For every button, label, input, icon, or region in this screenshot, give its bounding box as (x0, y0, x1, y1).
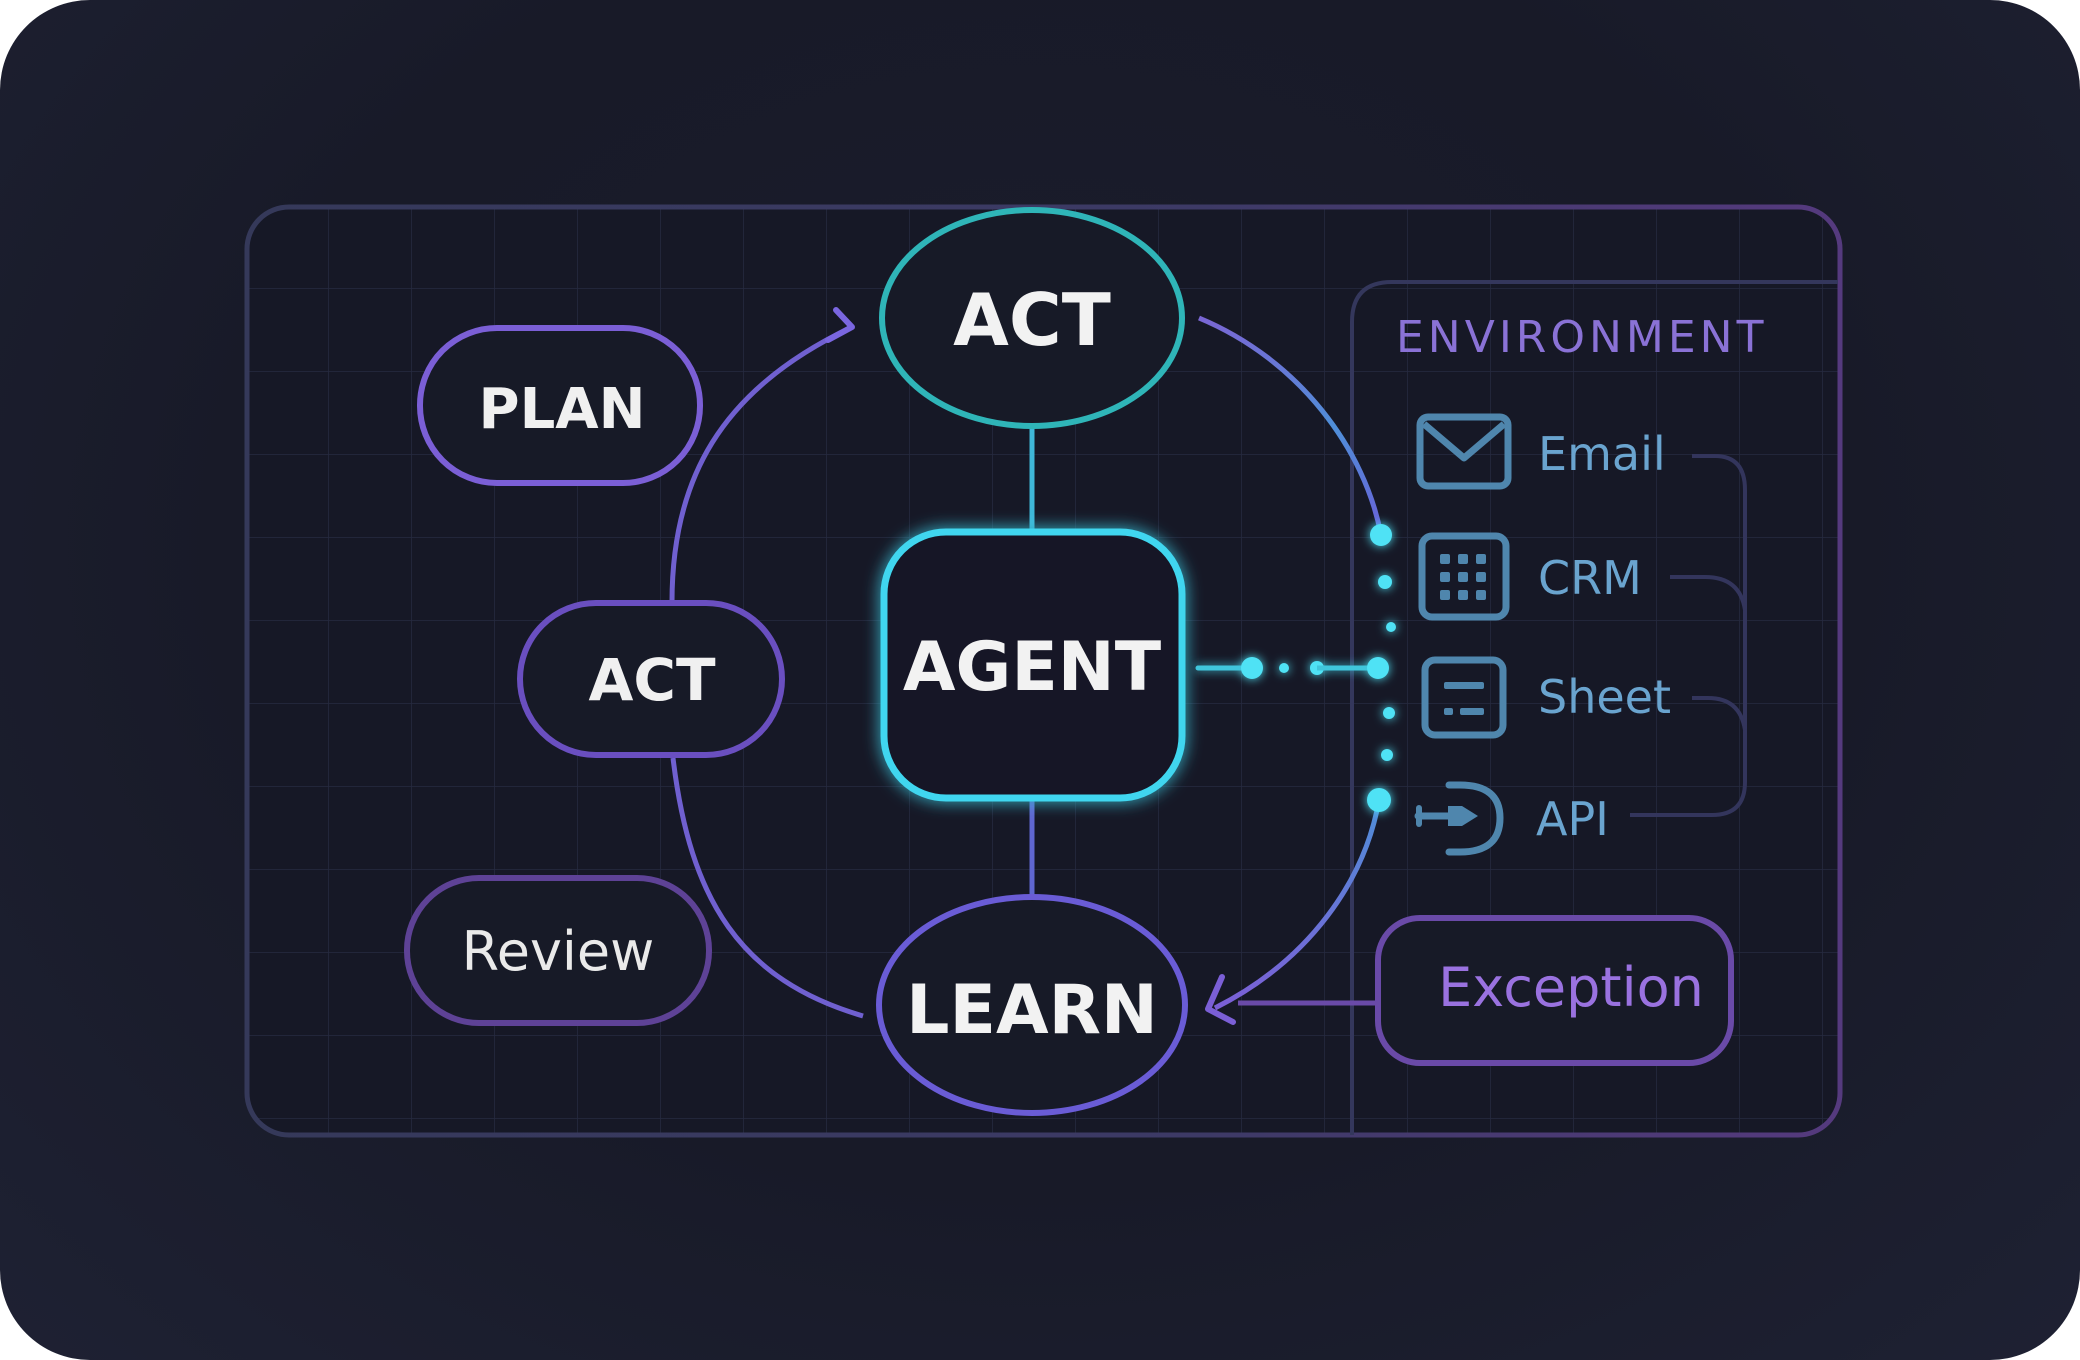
node-review-label: Review (462, 920, 655, 983)
node-agent[interactable] (880, 528, 1186, 802)
sheet-icon (1421, 656, 1507, 739)
node-plan-label: PLAN (479, 377, 646, 442)
node-exception[interactable] (1375, 915, 1734, 1066)
node-act-top-label: ACT (953, 278, 1111, 362)
node-learn-label: LEARN (906, 971, 1158, 1050)
outer-frame (244, 204, 1843, 1138)
node-agent-label: AGENT (903, 628, 1162, 707)
env-dot-column (1367, 524, 1396, 812)
env-item-email[interactable]: Email (1416, 413, 1666, 490)
node-act-top[interactable] (879, 207, 1185, 429)
arrowhead-icon (825, 307, 855, 343)
environment-title: ENVIRONMENT (1396, 312, 1767, 363)
node-review[interactable] (404, 875, 712, 1026)
arc-env-to-learn (1213, 799, 1382, 1011)
arrowhead-icon (1205, 974, 1236, 1025)
env-bracket (1630, 454, 1747, 817)
env-item-crm-label: CRM (1538, 551, 1642, 605)
node-act-side[interactable] (517, 600, 785, 758)
node-exception-label: Exception (1438, 956, 1704, 1019)
agent-env-connector (1195, 657, 1389, 679)
node-learn[interactable] (876, 894, 1188, 1116)
grid-icon (1418, 532, 1510, 621)
environment-panel (1350, 280, 1838, 1135)
envelope-icon (1416, 413, 1512, 490)
env-item-sheet-label: Sheet (1538, 670, 1671, 724)
arc-top-to-env (1198, 315, 1384, 536)
arc-act-to-learn (670, 757, 864, 1019)
node-act-side-label: ACT (588, 646, 715, 714)
plug-icon (1414, 781, 1504, 856)
node-plan[interactable] (417, 325, 703, 486)
env-item-email-label: Email (1538, 427, 1666, 481)
env-item-api-label: API (1536, 792, 1609, 846)
env-item-api[interactable]: API (1414, 781, 1609, 856)
env-item-sheet[interactable]: Sheet (1421, 656, 1671, 739)
env-item-crm[interactable]: CRM (1418, 532, 1642, 621)
arc-act-to-top (669, 325, 852, 603)
